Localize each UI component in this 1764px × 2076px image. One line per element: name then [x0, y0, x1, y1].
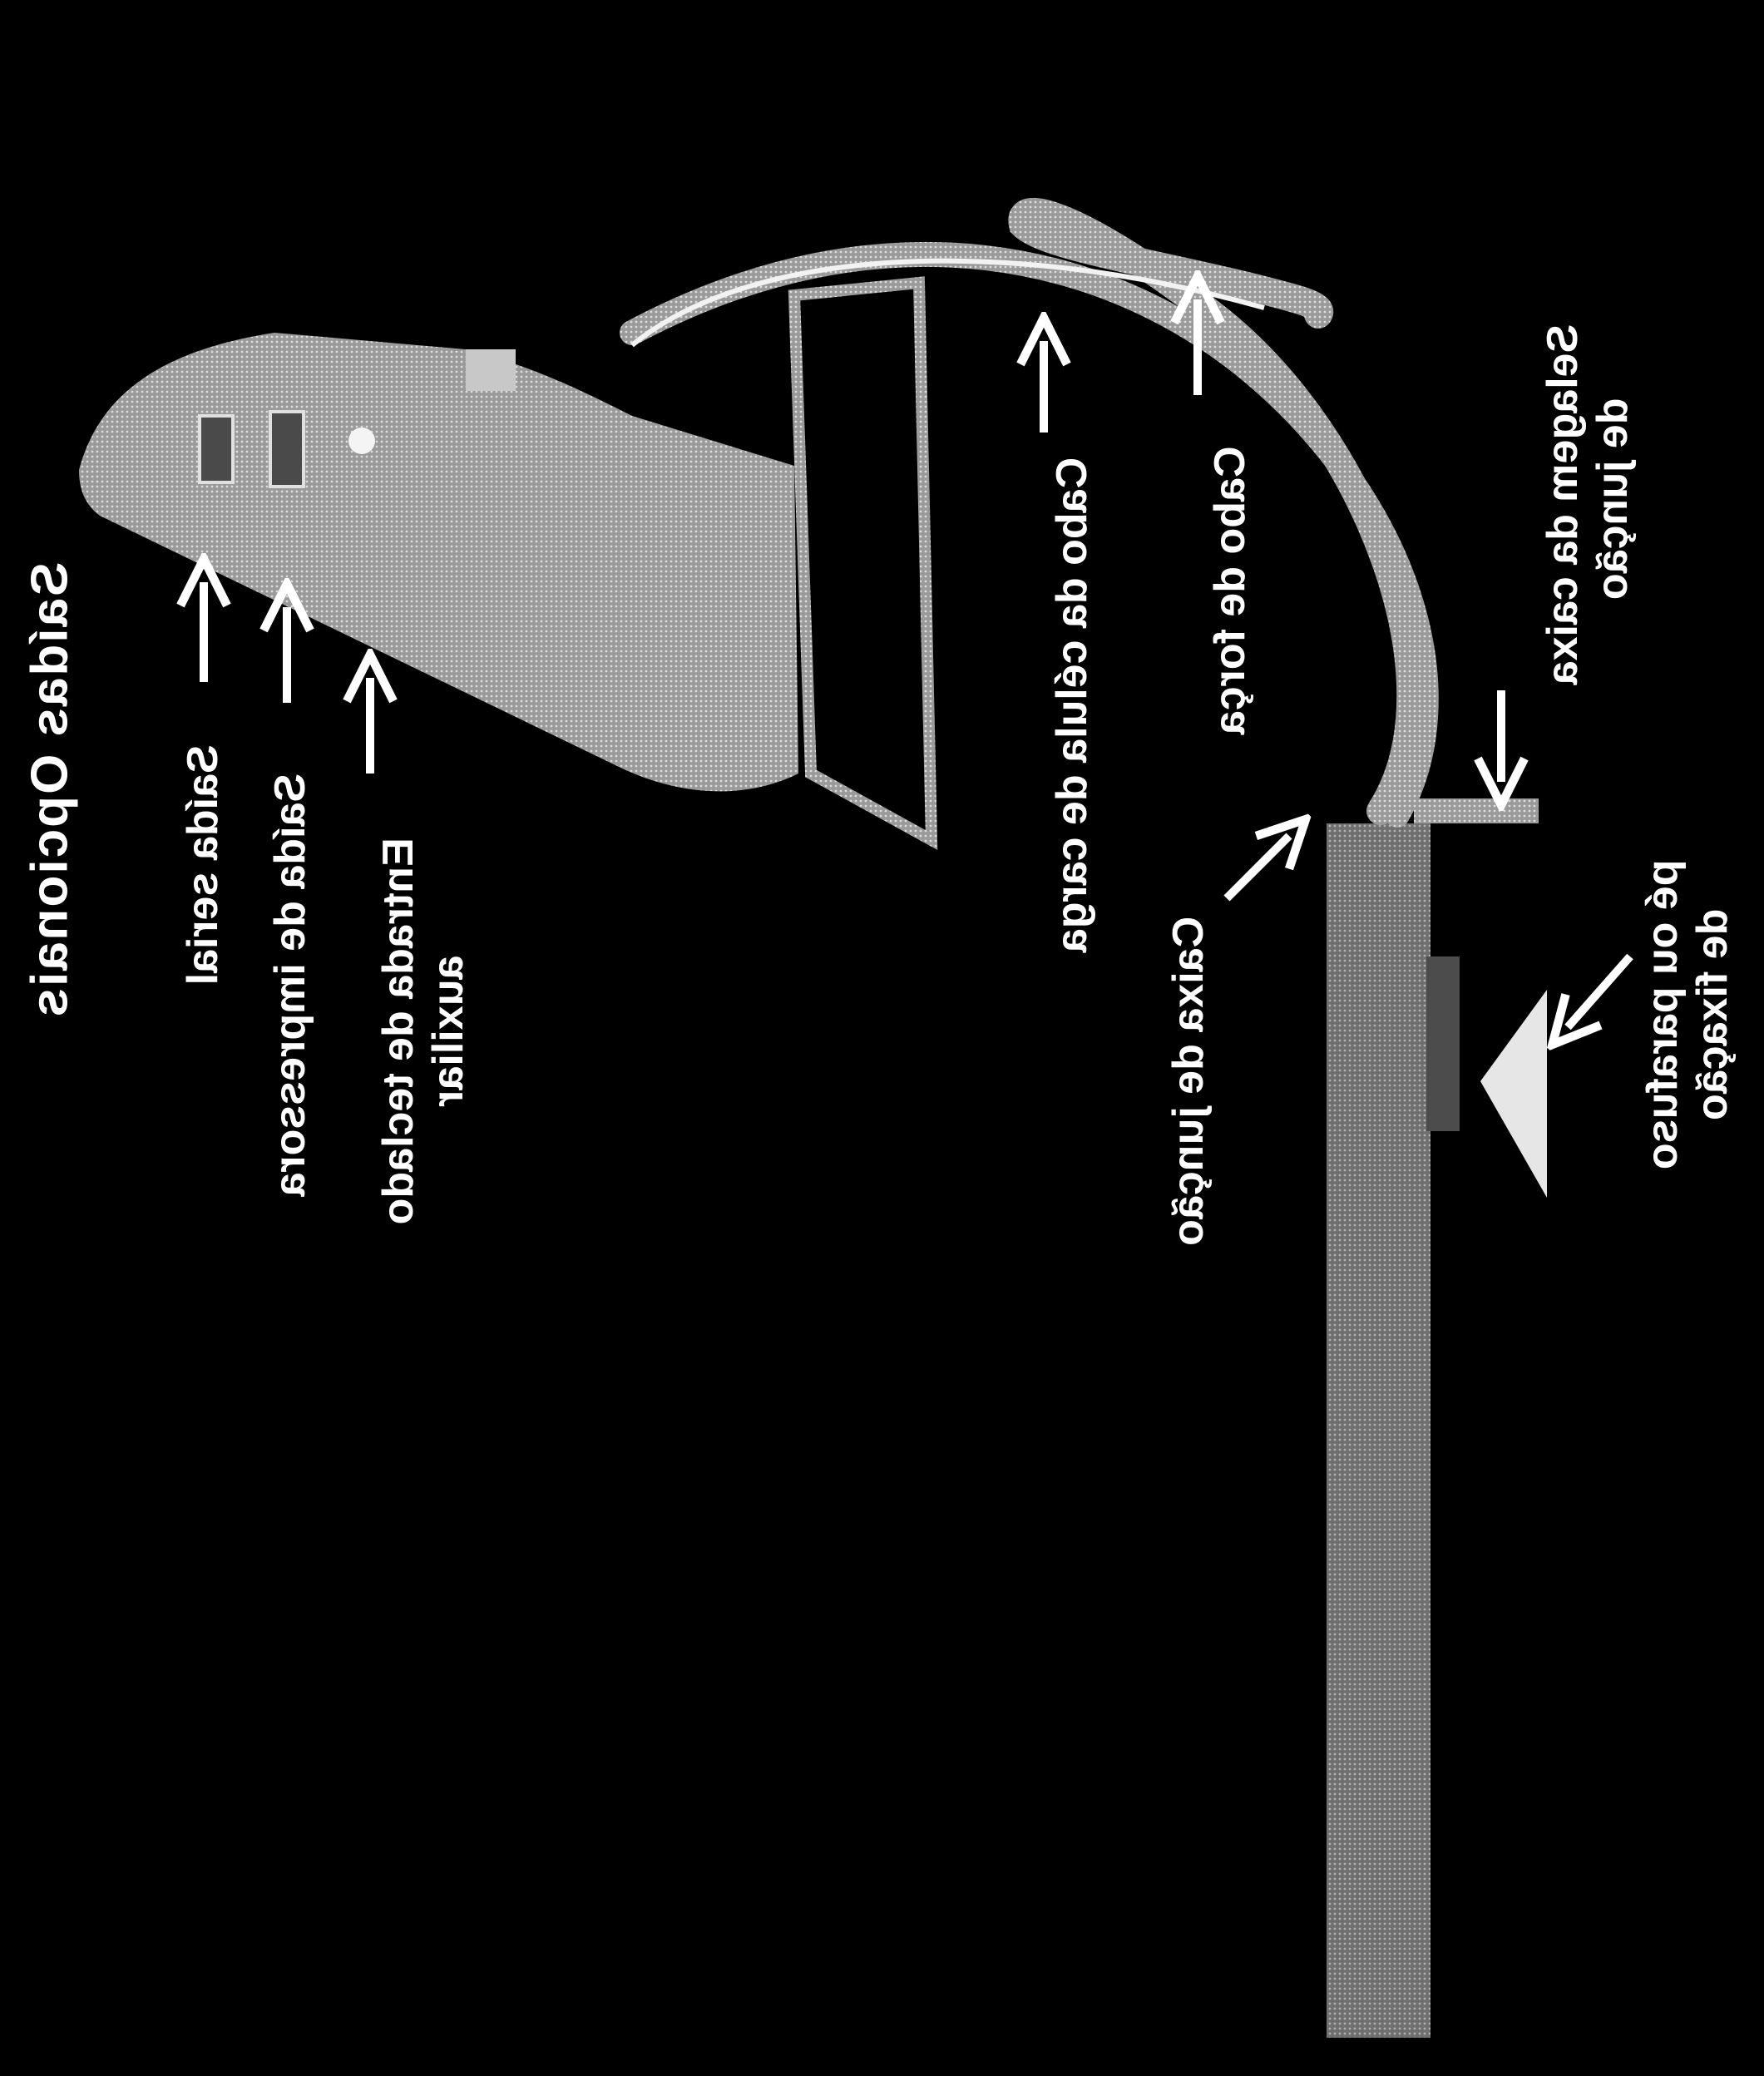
arrow-junction-box	[1223, 836, 1289, 902]
device-bracket	[466, 349, 516, 391]
foot-fixing-block	[1426, 956, 1460, 1131]
load-cell-cable	[620, 241, 1439, 828]
label-junction-seal-line2: de junção	[1589, 398, 1637, 601]
label-load-cell-cable: Cabo da célula de carga	[1048, 457, 1097, 953]
indicator-device-body	[79, 333, 798, 792]
pole-base-plate	[1414, 798, 1539, 823]
arrow-foot	[1568, 953, 1633, 1027]
white-wire	[630, 258, 1265, 348]
serial-output-port	[198, 414, 235, 484]
label-foot-line1: pé ou parafuso	[1638, 859, 1687, 1170]
label-keyboard-line2: auxiliar	[424, 955, 472, 1107]
keyboard-input-port	[348, 428, 375, 454]
label-junction-box: Caixa de junção	[1164, 916, 1213, 1246]
pole-column	[1327, 823, 1430, 2038]
printer-output-port	[269, 410, 305, 488]
label-junction-seal: Selagem da caixa de junção	[1539, 324, 1638, 685]
label-serial-output: Saída serial	[179, 744, 228, 986]
label-keyboard-input: Entrada de teclado auxiliar	[374, 832, 474, 1231]
label-junction-seal-line1: Selagem da caixa	[1539, 324, 1588, 685]
foot-fixing-triangle	[1480, 990, 1547, 1198]
label-power-cable: Cabo de força	[1206, 446, 1255, 735]
platform-frame	[788, 276, 938, 851]
label-printer-output: Saída de impressora	[266, 773, 315, 1197]
label-foot-fixing: pé ou parafuso de fixação	[1638, 848, 1738, 1181]
label-foot-line2: de fixação	[1688, 908, 1737, 1120]
diagram-title: Saídas Opcionais	[21, 561, 79, 1019]
label-keyboard-line1: Entrada de teclado	[374, 838, 423, 1225]
